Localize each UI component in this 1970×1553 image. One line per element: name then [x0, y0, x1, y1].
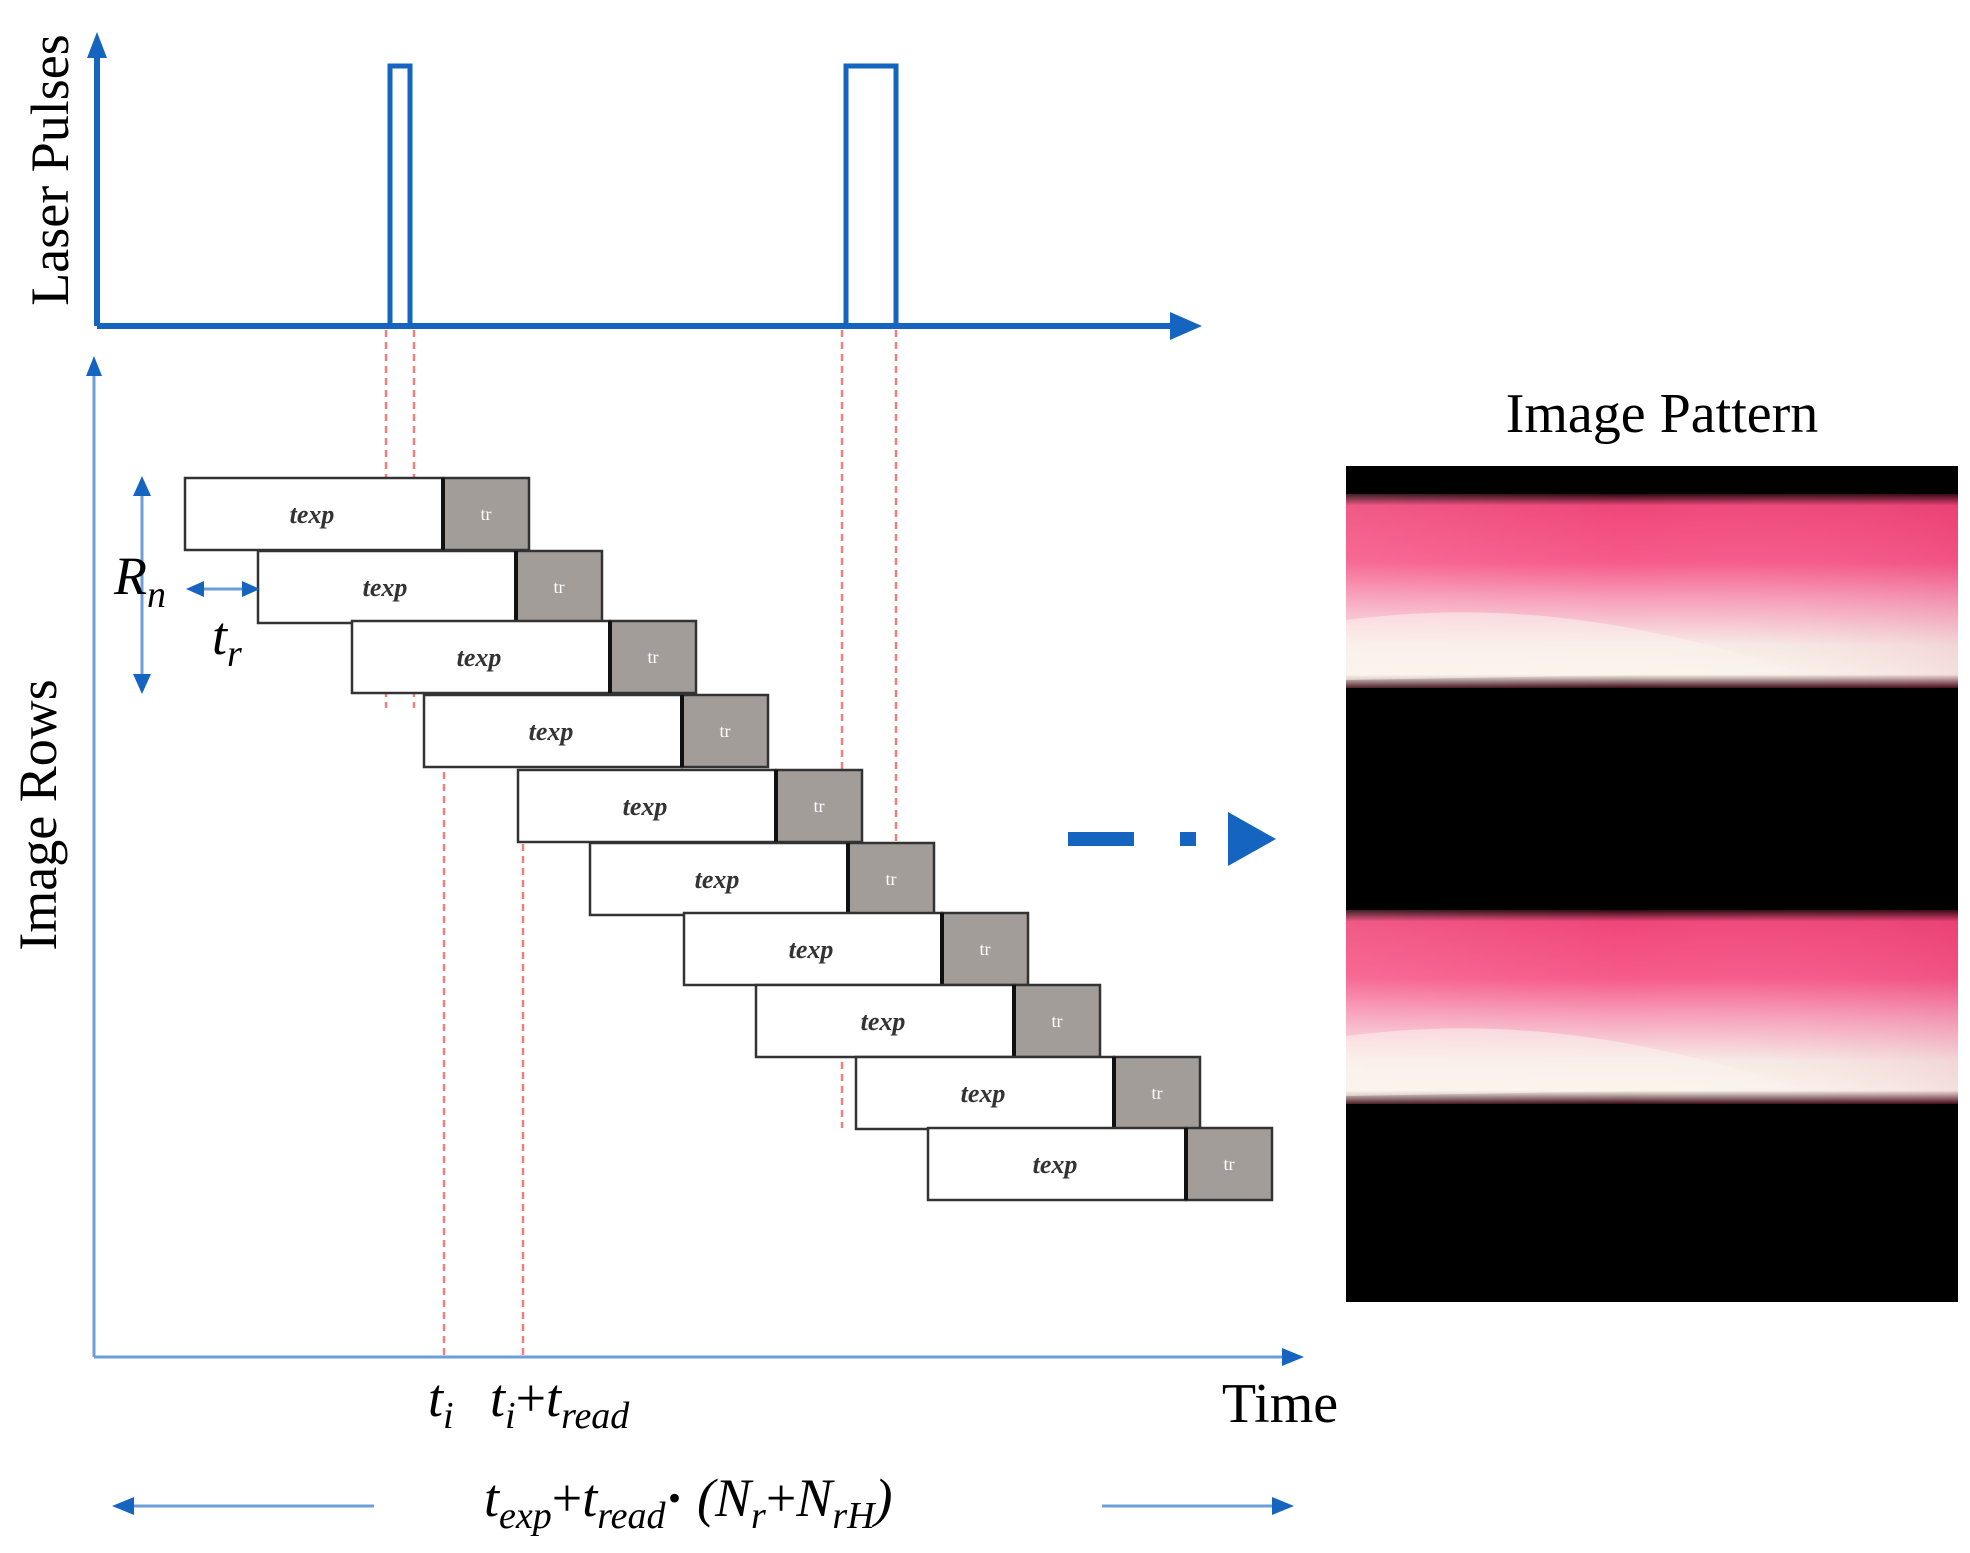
row-block-4: texp tr	[422, 693, 770, 769]
laser-pulse-plot: Laser Pulses	[20, 32, 1202, 340]
readout-label: tr	[720, 721, 731, 741]
exposure-label: texp	[789, 935, 834, 964]
readout-block	[1184, 1126, 1274, 1202]
exposure-label: texp	[861, 1007, 906, 1036]
laser-pulses-x-arrowhead	[1170, 312, 1202, 340]
exposure-block	[422, 693, 684, 769]
readout-block	[441, 476, 531, 552]
row-block-7: texp tr	[682, 911, 1030, 987]
time-label: Time	[1222, 1373, 1338, 1435]
exposure-block	[516, 768, 778, 844]
row-annotation: Rn tr	[113, 476, 260, 694]
row-block-6: texp tr	[588, 841, 936, 917]
exposure-label: texp	[457, 643, 502, 672]
readout-label: tr	[814, 796, 825, 816]
ti-label: ti	[428, 1368, 454, 1437]
row-readout-arrowhead-right	[242, 581, 260, 597]
laser-pulses-label: Laser Pulses	[20, 34, 80, 305]
readout-block	[1012, 983, 1102, 1059]
readout-label: tr	[554, 577, 565, 597]
exposure-block	[350, 619, 612, 695]
row-height-arrowhead-up	[133, 476, 151, 496]
image-band-1	[1346, 494, 1958, 688]
row-readout-label: tr	[212, 606, 242, 675]
row-block-10: texp tr	[926, 1126, 1274, 1202]
exposure-block	[854, 1055, 1116, 1131]
duration-arrowhead-right	[1272, 1497, 1294, 1515]
row-block-5: texp tr	[516, 768, 864, 844]
row-height-label: Rn	[113, 546, 166, 616]
exposure-label: texp	[695, 865, 740, 894]
readout-label: tr	[980, 939, 991, 959]
row-block-1: texp tr	[183, 476, 531, 552]
result-arrow-dot	[1180, 832, 1196, 846]
readout-label: tr	[648, 647, 659, 667]
time-markers: ti ti+tread	[428, 1368, 630, 1437]
time-axis-arrowhead	[1282, 1348, 1304, 1366]
row-block-2: texp tr	[256, 549, 604, 625]
exposure-block	[926, 1126, 1188, 1202]
laser-pulses-y-arrowhead	[87, 32, 107, 58]
exposure-label: texp	[290, 500, 335, 529]
readout-label: tr	[481, 504, 492, 524]
readout-label: tr	[1052, 1011, 1063, 1031]
exposure-label: texp	[529, 717, 574, 746]
result-arrowhead	[1228, 812, 1276, 866]
readout-label: tr	[886, 869, 897, 889]
row-block-8: texp tr	[754, 983, 1102, 1059]
exposure-label: texp	[623, 792, 668, 821]
row-block-9: texp tr	[854, 1055, 1202, 1131]
exposure-label: texp	[1033, 1150, 1078, 1179]
image-pattern: Image Pattern	[1346, 383, 1958, 1302]
readout-label: tr	[1152, 1083, 1163, 1103]
total-duration: texp+tread· (Nr+NrH)	[112, 1468, 1294, 1537]
image-band-2	[1346, 910, 1958, 1104]
laser-pulse-2	[840, 63, 910, 329]
image-rows-plot: Image Rows Time	[8, 356, 1338, 1435]
total-duration-formula: texp+tread· (Nr+NrH)	[484, 1468, 893, 1537]
exposure-block	[588, 841, 850, 917]
readout-block	[608, 619, 698, 695]
duration-arrowhead-left	[112, 1497, 134, 1515]
image-rows-y-arrowhead	[86, 356, 102, 376]
image-rows-label: Image Rows	[8, 679, 68, 950]
exposure-label: texp	[961, 1079, 1006, 1108]
readout-label: tr	[1224, 1154, 1235, 1174]
exposure-block	[256, 549, 518, 625]
result-arrow-dash	[1068, 832, 1134, 846]
row-block-3: texp tr	[350, 619, 698, 695]
result-arrow	[1068, 812, 1276, 866]
readout-block	[846, 841, 936, 917]
exposure-label: texp	[363, 573, 408, 602]
readout-block	[514, 549, 604, 625]
row-height-arrowhead-down	[133, 674, 151, 694]
laser-pulse-1	[384, 63, 416, 329]
ti-plus-tread-label: ti+tread	[490, 1368, 630, 1437]
image-pattern-title: Image Pattern	[1506, 383, 1819, 445]
row-readout-arrowhead-left	[186, 581, 204, 597]
